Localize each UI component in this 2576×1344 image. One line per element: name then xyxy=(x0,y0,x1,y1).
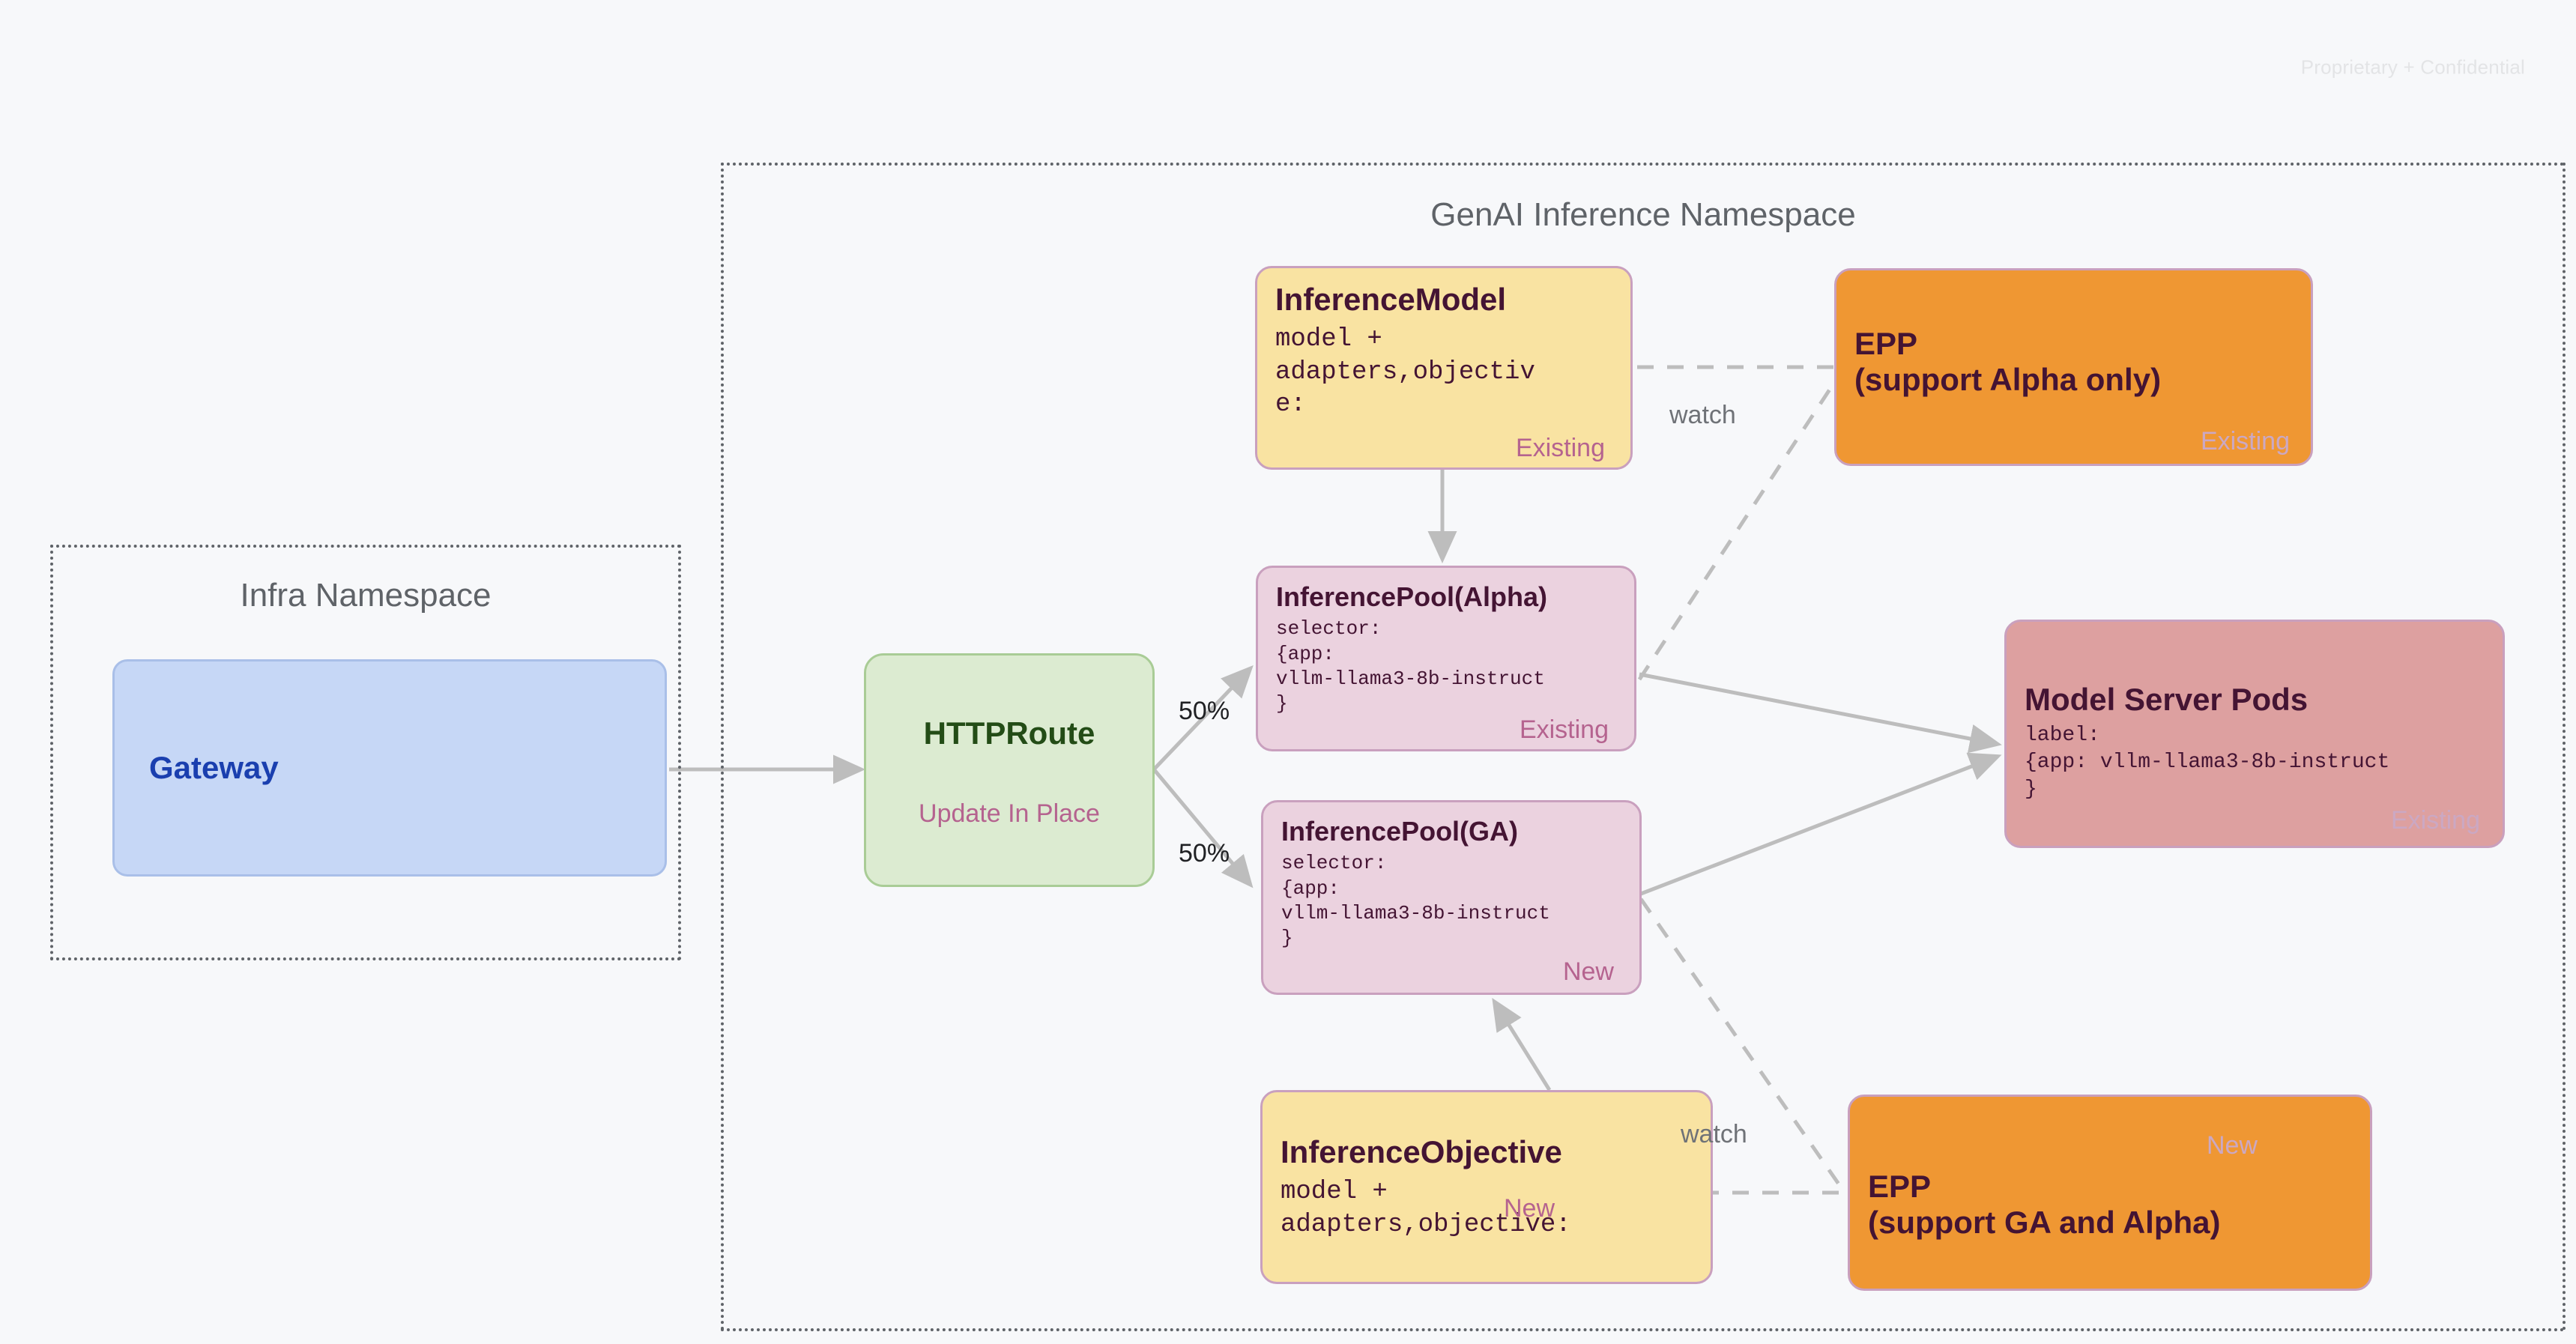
node-epp-alpha-title-line2: (support Alpha only) xyxy=(1854,362,2162,398)
node-model-server-pods-title: Model Server Pods xyxy=(2025,682,2309,717)
edge-label-split-bottom: 50% xyxy=(1179,839,1230,868)
node-inference-pool-alpha-title: InferencePool(Alpha) xyxy=(1276,581,1548,612)
node-inference-objective[interactable]: InferenceObjective model + adapters,obje… xyxy=(1260,1090,1713,1284)
node-epp-ga-title-line2: (support GA and Alpha) xyxy=(1868,1205,2221,1241)
confidential-note: Proprietary + Confidential xyxy=(2300,55,2525,79)
node-model-server-pods[interactable]: Model Server Pods label: {app: vllm-llam… xyxy=(2004,620,2505,848)
node-model-server-pods-body: label: {app: vllm-llama3-8b-instruct } xyxy=(2025,724,2390,801)
node-inference-model-body: model + adapters,objectiv e: xyxy=(1275,325,1535,420)
infra-namespace-container xyxy=(50,545,681,960)
node-epp-ga-status: New xyxy=(2206,1131,2258,1160)
node-inference-pool-ga-title: InferencePool(GA) xyxy=(1281,816,1519,847)
node-gateway[interactable]: Gateway xyxy=(112,659,667,877)
node-epp-ga[interactable]: EPP (support GA and Alpha) New xyxy=(1848,1095,2372,1291)
node-epp-alpha-status: Existing xyxy=(2200,427,2290,455)
node-gateway-title: Gateway xyxy=(149,749,279,785)
node-inference-objective-status: New xyxy=(1504,1194,1555,1223)
node-httproute-title: HTTPRoute xyxy=(923,715,1095,751)
node-epp-alpha-title-line1: EPP xyxy=(1854,326,1918,361)
node-inference-pool-alpha-status: Existing xyxy=(1519,715,1609,744)
node-inference-pool-ga[interactable]: InferencePool(GA) selector: {app: vllm-l… xyxy=(1261,800,1642,995)
node-inference-objective-title: InferenceObjective xyxy=(1281,1134,1562,1169)
edge-label-watch-top: watch xyxy=(1669,401,1736,429)
node-inference-pool-alpha[interactable]: InferencePool(Alpha) selector: {app: vll… xyxy=(1256,566,1636,751)
node-inference-model-title: InferenceModel xyxy=(1275,282,1507,317)
infra-namespace-title: Infra Namespace xyxy=(240,577,492,614)
node-httproute[interactable]: HTTPRoute Update In Place xyxy=(864,653,1155,887)
node-epp-alpha[interactable]: EPP (support Alpha only) Existing xyxy=(1834,268,2313,466)
node-inference-objective-body: model + adapters,objective: xyxy=(1281,1178,1571,1239)
node-inference-pool-ga-body: selector: {app: vllm-llama3-8b-instruct … xyxy=(1281,852,1550,950)
node-inference-model-status: Existing xyxy=(1515,434,1605,462)
node-httproute-status: Update In Place xyxy=(919,799,1100,828)
node-inference-model[interactable]: InferenceModel model + adapters,objectiv… xyxy=(1255,266,1633,470)
node-inference-pool-ga-status: New xyxy=(1562,957,1614,986)
node-epp-ga-title-line1: EPP xyxy=(1868,1169,1932,1204)
node-model-server-pods-status: Existing xyxy=(2390,806,2480,835)
node-inference-pool-alpha-body: selector: {app: vllm-llama3-8b-instruct … xyxy=(1276,617,1545,715)
genai-namespace-container xyxy=(721,163,2566,1331)
edge-label-split-top: 50% xyxy=(1179,697,1230,725)
edge-label-watch-bottom: watch xyxy=(1681,1120,1747,1148)
genai-namespace-title: GenAI Inference Namespace xyxy=(1430,196,1856,233)
